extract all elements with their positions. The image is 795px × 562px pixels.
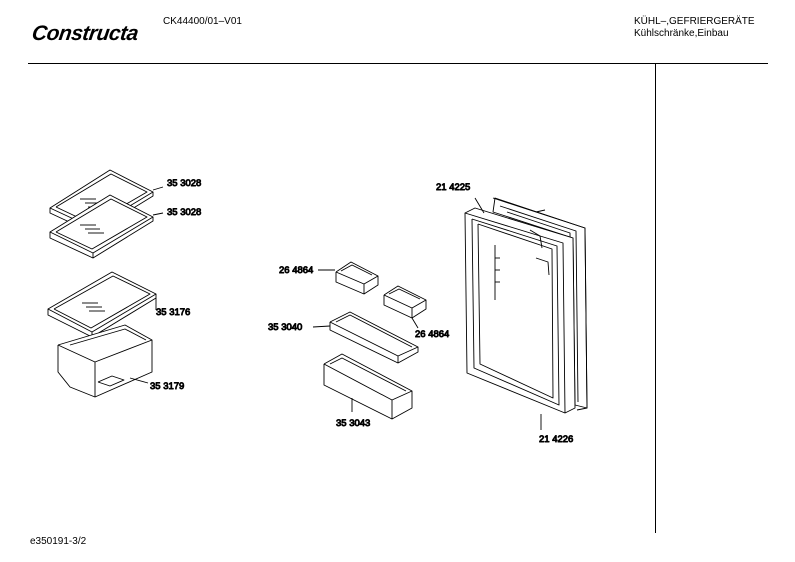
door-shelf-small [312,311,419,364]
door-assembly [464,197,588,430]
egg-tray-right [383,285,427,329]
side-divider [655,63,656,533]
label-shelf-second: 35 3028 [167,207,201,218]
glass-shelf-3 [47,271,157,338]
glass-shelf-2 [49,194,164,259]
category-title: KÜHL–,GEFRIERGERÄTE [634,16,755,27]
label-shelf-upper: 35 3028 [167,178,201,189]
header-divider [28,63,768,64]
label-egg-tray-right: 26 4864 [415,329,449,340]
label-egg-tray-left: 26 4864 [279,265,313,276]
crisper-drawer [57,324,153,398]
model-number: CK44400/01–V01 [163,16,242,27]
label-door-shelf-large: 35 3043 [336,418,370,429]
egg-tray-left [318,261,379,295]
label-door-shelf-small: 35 3040 [268,322,302,333]
door-shelf-large [323,353,413,420]
document-id: e350191-3/2 [30,536,87,547]
label-gasket-inner: 21 4225 [436,182,470,193]
category-subtitle: Kühlschränke,Einbau [634,28,729,39]
label-shelf-third: 35 3176 [156,307,190,318]
label-crisper: 35 3179 [150,381,184,392]
label-gasket-outer: 21 4226 [539,434,573,445]
